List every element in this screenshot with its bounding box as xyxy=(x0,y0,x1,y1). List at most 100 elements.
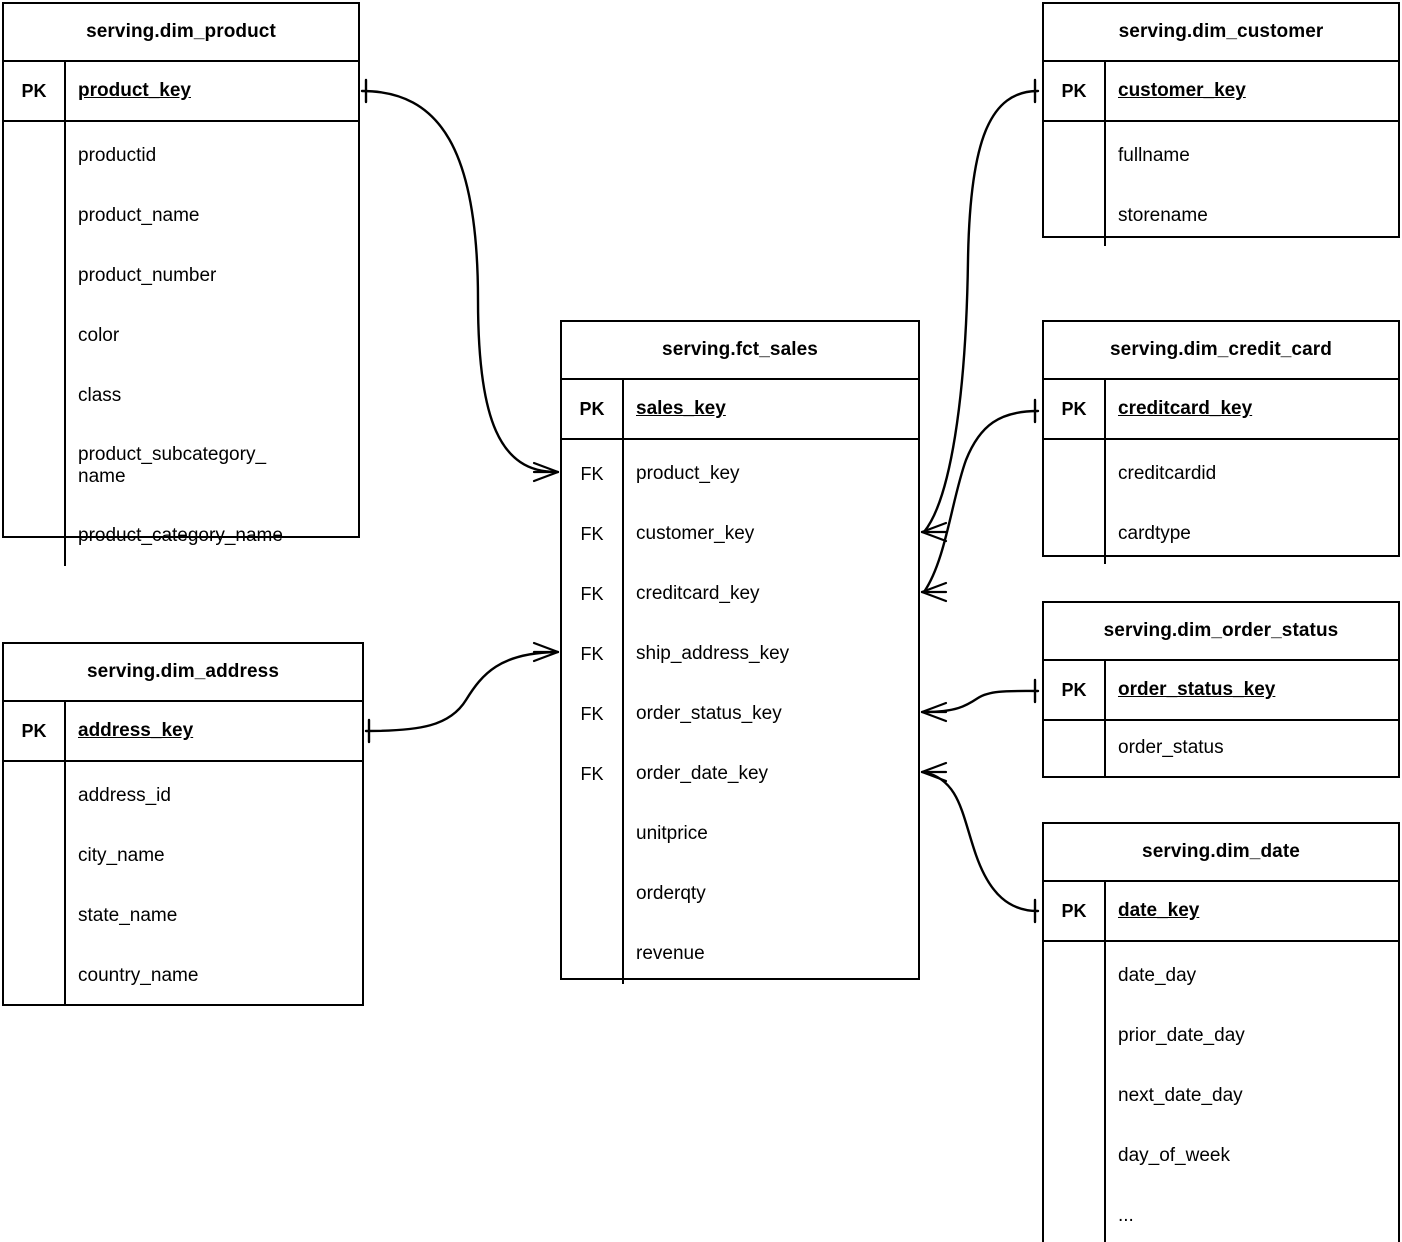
attribute-key-column xyxy=(1044,122,1106,246)
entity-dim-address[interactable]: serving.dim_address PK address_key addre… xyxy=(2,642,364,1006)
attribute-name: orderqty xyxy=(636,882,706,904)
attribute-row-ellipsis[interactable]: ... xyxy=(1106,1186,1398,1242)
attribute-list-dim-date: date_day prior_date_day next_date_day da… xyxy=(1044,942,1398,1242)
crowsfoot-marker-customer xyxy=(920,521,948,543)
attribute-name: order_status_key xyxy=(636,702,782,724)
attribute-list-dim-address: address_id city_name state_name country_… xyxy=(4,762,362,1006)
attribute-row[interactable]: product_number xyxy=(66,246,358,306)
attribute-name: cardtype xyxy=(1118,522,1191,544)
attribute-key-column xyxy=(1044,721,1106,776)
attribute-name: color xyxy=(78,324,120,346)
pk-badge: PK xyxy=(1044,62,1106,120)
pk-row-dim-product[interactable]: PK product_key xyxy=(4,62,358,122)
pk-row-dim-customer[interactable]: PK customer_key xyxy=(1044,62,1398,122)
attribute-list-dim-order-status: order_status xyxy=(1044,721,1398,776)
entity-title-dim-address: serving.dim_address xyxy=(4,644,362,702)
attribute-name: product_category_name xyxy=(78,524,283,546)
attribute-row[interactable]: ship_address_key xyxy=(624,624,918,684)
attribute-name: ship_address_key xyxy=(636,642,790,664)
attribute-row[interactable]: storename xyxy=(1106,186,1398,246)
entity-title-dim-order-status: serving.dim_order_status xyxy=(1044,603,1398,661)
attribute-row[interactable]: order_status xyxy=(1106,721,1398,776)
attribute-name-line2: name xyxy=(78,466,126,487)
attribute-name: next_date_day xyxy=(1118,1084,1243,1106)
entity-title-dim-customer: serving.dim_customer xyxy=(1044,4,1398,62)
entity-fct-sales[interactable]: serving.fct_sales PK sales_key FK FK FK … xyxy=(560,320,920,984)
attribute-row[interactable]: day_of_week xyxy=(1106,1126,1398,1186)
attribute-row[interactable]: country_name xyxy=(66,946,362,1006)
attribute-row[interactable]: product_key xyxy=(624,444,918,504)
entity-dim-customer[interactable]: serving.dim_customer PK customer_key ful… xyxy=(1042,2,1400,246)
entity-dim-date[interactable]: serving.dim_date PK date_key date_day pr… xyxy=(1042,822,1400,1242)
attribute-name: product_name xyxy=(78,204,200,226)
relationship-line-orderstatus-sales xyxy=(922,689,1040,714)
attribute-row[interactable]: date_day xyxy=(1106,946,1398,1006)
attribute-name: prior_date_day xyxy=(1118,1024,1245,1046)
attribute-row[interactable]: unitprice xyxy=(624,804,918,864)
attribute-row[interactable]: class xyxy=(66,366,358,426)
attribute-key-column xyxy=(1044,440,1106,564)
attribute-row[interactable]: creditcardid xyxy=(1106,444,1398,504)
pk-row-dim-order-status[interactable]: PK order_status_key xyxy=(1044,661,1398,721)
entity-dim-credit-card[interactable]: serving.dim_credit_card PK creditcard_ke… xyxy=(1042,320,1400,564)
pk-column-name: sales_key xyxy=(636,398,726,420)
entity-title-fct-sales: serving.fct_sales xyxy=(562,322,918,380)
attribute-name: address_id xyxy=(78,784,171,806)
attribute-row[interactable]: cardtype xyxy=(1106,504,1398,564)
pk-column-name: creditcard_key xyxy=(1118,398,1253,420)
relationship-line-address-sales xyxy=(364,650,558,733)
pk-badge: PK xyxy=(1044,380,1106,438)
attribute-key-column xyxy=(4,122,66,566)
attribute-row[interactable]: product_subcategory_ name xyxy=(66,426,358,506)
pk-column-name: product_key xyxy=(78,80,191,102)
pk-badge: PK xyxy=(4,702,66,760)
attribute-row[interactable]: color xyxy=(66,306,358,366)
pk-badge: PK xyxy=(4,62,66,120)
attribute-row[interactable]: customer_key xyxy=(624,504,918,564)
crowsfoot-marker-creditcard xyxy=(920,581,948,603)
attribute-name: date_day xyxy=(1118,964,1197,986)
attribute-row[interactable]: next_date_day xyxy=(1106,1066,1398,1126)
attribute-name: storename xyxy=(1118,204,1208,226)
attribute-name: class xyxy=(78,384,122,406)
attribute-row[interactable]: state_name xyxy=(66,886,362,946)
attribute-row[interactable]: orderqty xyxy=(624,864,918,924)
pk-badge: PK xyxy=(562,380,624,438)
pk-row-fct-sales[interactable]: PK sales_key xyxy=(562,380,918,440)
attribute-row[interactable]: productid xyxy=(66,126,358,186)
entity-dim-product[interactable]: serving.dim_product PK product_key produ… xyxy=(2,2,360,566)
crowsfoot-marker-address xyxy=(532,641,560,663)
relationship-line-product-sales xyxy=(360,89,558,474)
pk-row-dim-date[interactable]: PK date_key xyxy=(1044,882,1398,942)
attribute-name: unitprice xyxy=(636,822,708,844)
attribute-key-column: FK FK FK FK FK FK xyxy=(562,440,624,984)
pk-badge: PK xyxy=(1044,661,1106,719)
attribute-row[interactable]: address_id xyxy=(66,766,362,826)
attribute-row[interactable]: city_name xyxy=(66,826,362,886)
attribute-row[interactable]: product_category_name xyxy=(66,506,358,566)
fk-badge: FK xyxy=(580,703,604,724)
entity-title-dim-date: serving.dim_date xyxy=(1044,824,1398,882)
attribute-name: day_of_week xyxy=(1118,1144,1230,1166)
attribute-row[interactable]: revenue xyxy=(624,924,918,984)
pk-row-dim-address[interactable]: PK address_key xyxy=(4,702,362,762)
attribute-row[interactable]: creditcard_key xyxy=(624,564,918,624)
attribute-row[interactable]: product_name xyxy=(66,186,358,246)
attribute-name: revenue xyxy=(636,942,705,964)
attribute-row[interactable]: prior_date_day xyxy=(1106,1006,1398,1066)
attribute-row[interactable]: order_status_key xyxy=(624,684,918,744)
attribute-row[interactable]: order_date_key xyxy=(624,744,918,804)
attribute-name: ... xyxy=(1118,1204,1134,1226)
attribute-name: creditcardid xyxy=(1118,462,1217,484)
entity-title-dim-credit-card: serving.dim_credit_card xyxy=(1044,322,1398,380)
entity-dim-order-status[interactable]: serving.dim_order_status PK order_status… xyxy=(1042,601,1400,778)
attribute-row[interactable]: fullname xyxy=(1106,126,1398,186)
attribute-list-dim-product: productid product_name product_number co… xyxy=(4,122,358,566)
pk-column-name: address_key xyxy=(78,720,194,742)
fk-badge: FK xyxy=(580,583,604,604)
pk-row-dim-credit-card[interactable]: PK creditcard_key xyxy=(1044,380,1398,440)
attribute-name: order_date_key xyxy=(636,762,769,784)
fk-badge: FK xyxy=(580,763,604,784)
attribute-name: state_name xyxy=(78,904,178,926)
